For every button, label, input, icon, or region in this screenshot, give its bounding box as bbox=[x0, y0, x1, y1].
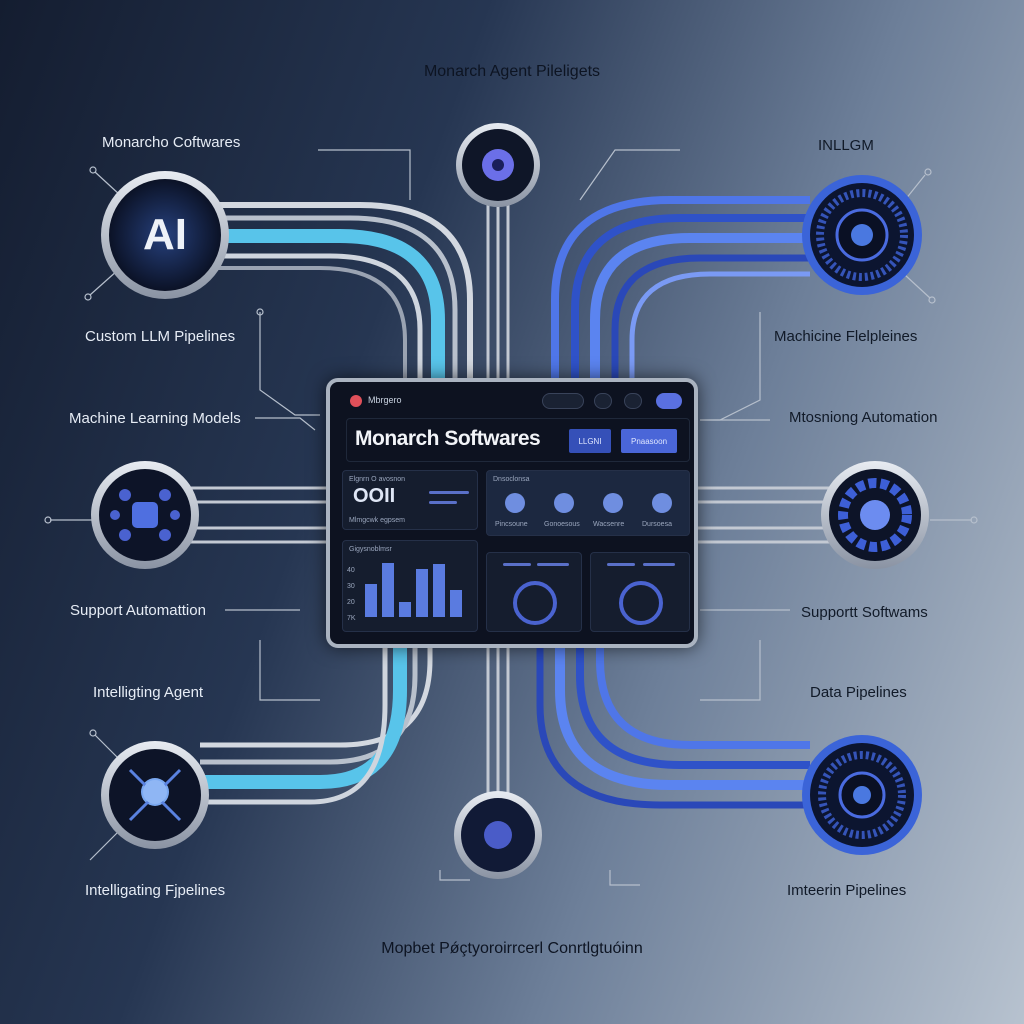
label-left-4: Support Automattion bbox=[70, 602, 206, 619]
left-bottom-pipes bbox=[200, 640, 433, 805]
flow-node-label: Dursoesa bbox=[642, 521, 672, 528]
node-ai bbox=[101, 171, 229, 299]
chart-bar bbox=[433, 564, 445, 617]
stat-value: OOII bbox=[353, 485, 396, 507]
label-right-2: Machicine Flelpleines bbox=[774, 328, 918, 345]
chart-ytick: 40 bbox=[347, 567, 355, 574]
cloud-icon-button[interactable] bbox=[624, 393, 642, 409]
flow-node-label: Wacsenre bbox=[593, 521, 625, 528]
chart-ytick: 30 bbox=[347, 583, 355, 590]
gauge-card-2 bbox=[590, 552, 690, 632]
label-right-4: Supportt Softwams bbox=[801, 604, 928, 621]
flow-node-label: Gonoesous bbox=[544, 521, 580, 528]
stat-caption: Elgnrn O avosnon bbox=[349, 476, 406, 483]
node-top-agent bbox=[456, 123, 540, 207]
label-left-6: Intelligating Fjpelines bbox=[85, 882, 226, 899]
dashboard-topbar: Mbrgero bbox=[342, 390, 682, 412]
node-right-mid-bot bbox=[821, 461, 929, 569]
chart-bar bbox=[416, 569, 428, 617]
stat-card: Elgnrn O avosnon OOII Mlmgcwk egpsem bbox=[342, 470, 478, 530]
node-right-bottom-dial bbox=[802, 735, 922, 855]
gauge-ring bbox=[619, 581, 663, 625]
hero-section: Monarch Softwares LLGNI Pnaasoon bbox=[346, 418, 690, 462]
diagram-footer: Mopbet Pǿçtyoroirrcerl Conrtlgtuóinn bbox=[381, 940, 643, 957]
flow-card: Dnsoclonsa Pincsoune Gonoesous Wacsenre Dur… bbox=[486, 470, 690, 536]
label-left-5: Intelligting Agent bbox=[93, 684, 204, 701]
chart-ytick: 7K bbox=[347, 615, 356, 622]
chart-bar bbox=[365, 584, 377, 617]
node-right-top-dial bbox=[802, 175, 922, 295]
label-right-3: Mtosniong Automation bbox=[789, 409, 938, 426]
action-button[interactable] bbox=[656, 393, 682, 409]
flow-node-label: Pincsoune bbox=[495, 521, 528, 528]
label-left-2: Custom LLM Pipelines bbox=[85, 328, 236, 345]
chart-ytick: 20 bbox=[347, 599, 355, 606]
stat-subtitle: Mlmgcwk egpsem bbox=[349, 517, 406, 524]
logo-icon bbox=[350, 395, 362, 407]
dashboard-panel: Mbrgero Monarch Softwares LLGNI Pnaasoon… bbox=[326, 378, 698, 648]
label-right-6: Imteerin Pipelines bbox=[787, 882, 907, 899]
node-left-bottom-bug bbox=[101, 741, 209, 849]
right-top-pipes bbox=[551, 196, 810, 390]
label-left-1: Monarcho Coftwares bbox=[102, 134, 241, 151]
label-right-1: INLLGM bbox=[818, 137, 874, 154]
search-field[interactable] bbox=[542, 393, 584, 409]
dashboard-title: Monarch Softwares bbox=[355, 427, 541, 450]
diagram-title: Monarch Agent Pileligets bbox=[423, 63, 601, 80]
flow-node-icon bbox=[603, 493, 623, 513]
flow-node-icon bbox=[505, 493, 525, 513]
flow-node-icon bbox=[652, 493, 672, 513]
connector-lines bbox=[44, 149, 978, 886]
node-bottom-agent bbox=[454, 791, 542, 879]
flow-title: Dnsoclonsa bbox=[493, 476, 530, 483]
ai-badge-text: AI bbox=[143, 210, 187, 259]
label-right-5: Data Pipelines bbox=[810, 684, 907, 701]
llm-button[interactable]: LLGNI bbox=[569, 429, 611, 453]
lock-icon-button[interactable] bbox=[594, 393, 612, 409]
flow-node-icon bbox=[554, 493, 574, 513]
chart-card: Gigysnoblmsr 40 30 20 7K bbox=[342, 540, 478, 632]
chart-bar bbox=[399, 602, 411, 617]
gauge-card-1 bbox=[486, 552, 582, 632]
secondary-button[interactable]: Pnaasoon bbox=[621, 429, 677, 453]
horizontal-pipes bbox=[190, 205, 830, 795]
brand-name: Mbrgero bbox=[368, 395, 402, 405]
left-top-pipes bbox=[200, 202, 473, 390]
right-bottom-pipes bbox=[536, 640, 810, 809]
chart-bar bbox=[382, 563, 394, 617]
chart-bar bbox=[450, 590, 462, 617]
chart-title: Gigysnoblmsr bbox=[349, 546, 392, 553]
node-left-mid-network bbox=[91, 461, 199, 569]
gauge-ring bbox=[513, 581, 557, 625]
label-left-3: Machine Learning Models bbox=[69, 410, 241, 427]
